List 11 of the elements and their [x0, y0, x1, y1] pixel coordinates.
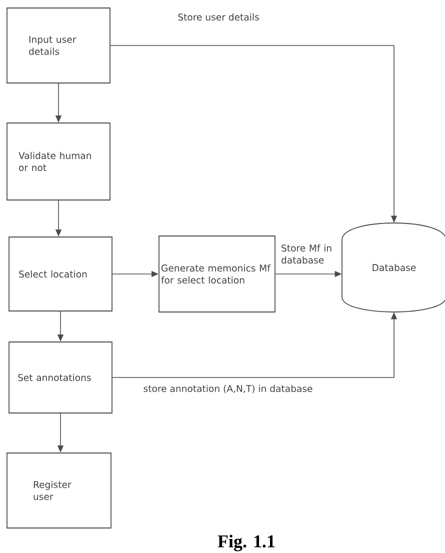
edge-label: Store user details	[178, 13, 259, 21]
process-box: Register user	[6, 452, 112, 528]
edge-label: store annotation (A,N,T) in database	[144, 384, 312, 394]
database-cylinder: Database	[342, 222, 445, 312]
process-box: Generate memonics Mf for select location	[158, 236, 276, 312]
process-box: Input user details	[6, 8, 110, 84]
process-box: Set annotations	[8, 342, 112, 414]
figure-caption: Fig. 1.1	[218, 534, 275, 552]
edge-label: Store Mf in database	[282, 244, 332, 264]
process-box: Select location	[8, 236, 112, 312]
process-box: Validate human or not	[6, 122, 110, 200]
